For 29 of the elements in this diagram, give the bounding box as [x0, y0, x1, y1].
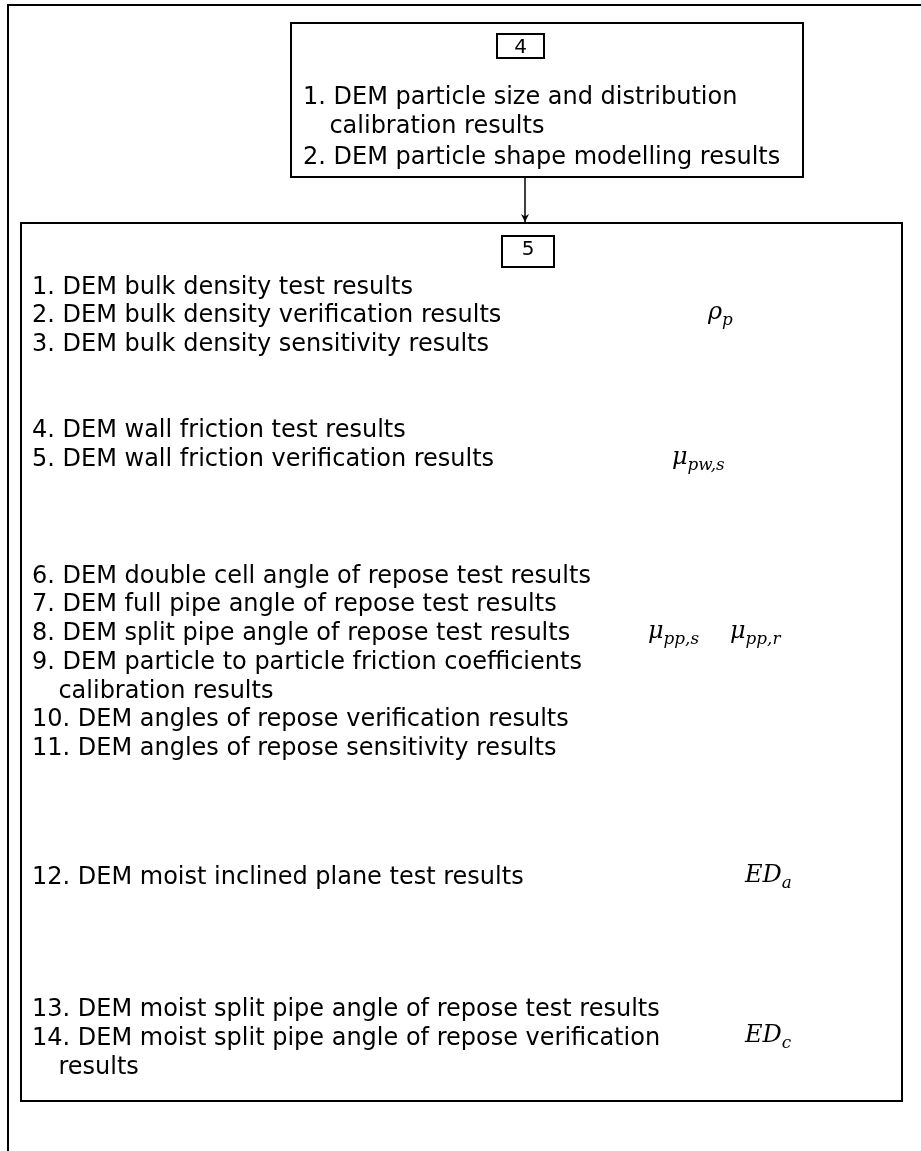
parameter-symbol: ED$_{c}$	[745, 1020, 792, 1054]
list-item: 9. DEM particle to particle friction coefficients calibration results	[32, 647, 583, 705]
parameter-symbol: μ$_{pp,s}$	[648, 616, 700, 650]
list-item: 1. DEM particle size and distribution calibration results	[303, 82, 739, 140]
parameter-symbol: ED$_{a}$	[745, 860, 792, 894]
number-box	[496, 33, 545, 59]
list-item: 5. DEM wall friction verification results	[32, 444, 495, 473]
parameter-symbol: ρ$_{p}$	[708, 297, 733, 331]
list-item: 3. DEM bulk density sensitivity results	[32, 329, 490, 358]
box-number: 5	[520, 237, 536, 259]
list-item: 14. DEM moist split pipe angle of repose verification results	[32, 1023, 662, 1081]
group-box	[20, 222, 903, 1102]
list-item: 2. DEM bulk density verification results	[32, 300, 502, 329]
list-item: 4. DEM wall friction test results	[32, 415, 406, 444]
parameter-symbol: μ$_{pw,s}$	[672, 442, 725, 476]
parameter-symbol: μ$_{pp,r}$	[730, 616, 781, 650]
list-item: 8. DEM split pipe angle of repose test results	[32, 618, 571, 647]
list-item: 7. DEM full pipe angle of repose test results	[32, 589, 557, 618]
group-box	[290, 22, 804, 178]
list-item: 10. DEM angles of repose verification results	[32, 704, 569, 733]
list-item: 2. DEM particle shape modelling results	[303, 142, 781, 171]
list-item: 11. DEM angles of repose sensitivity results	[32, 733, 557, 762]
list-item: 12. DEM moist inclined plane test results	[32, 862, 524, 891]
number-box	[501, 235, 555, 268]
list-item: 6. DEM double cell angle of repose test results	[32, 561, 591, 590]
box-number: 4	[513, 35, 528, 57]
list-item: 1. DEM bulk density test results	[32, 272, 413, 301]
list-item: 13. DEM moist split pipe angle of repose test results	[32, 994, 660, 1023]
arrow	[521, 177, 529, 223]
